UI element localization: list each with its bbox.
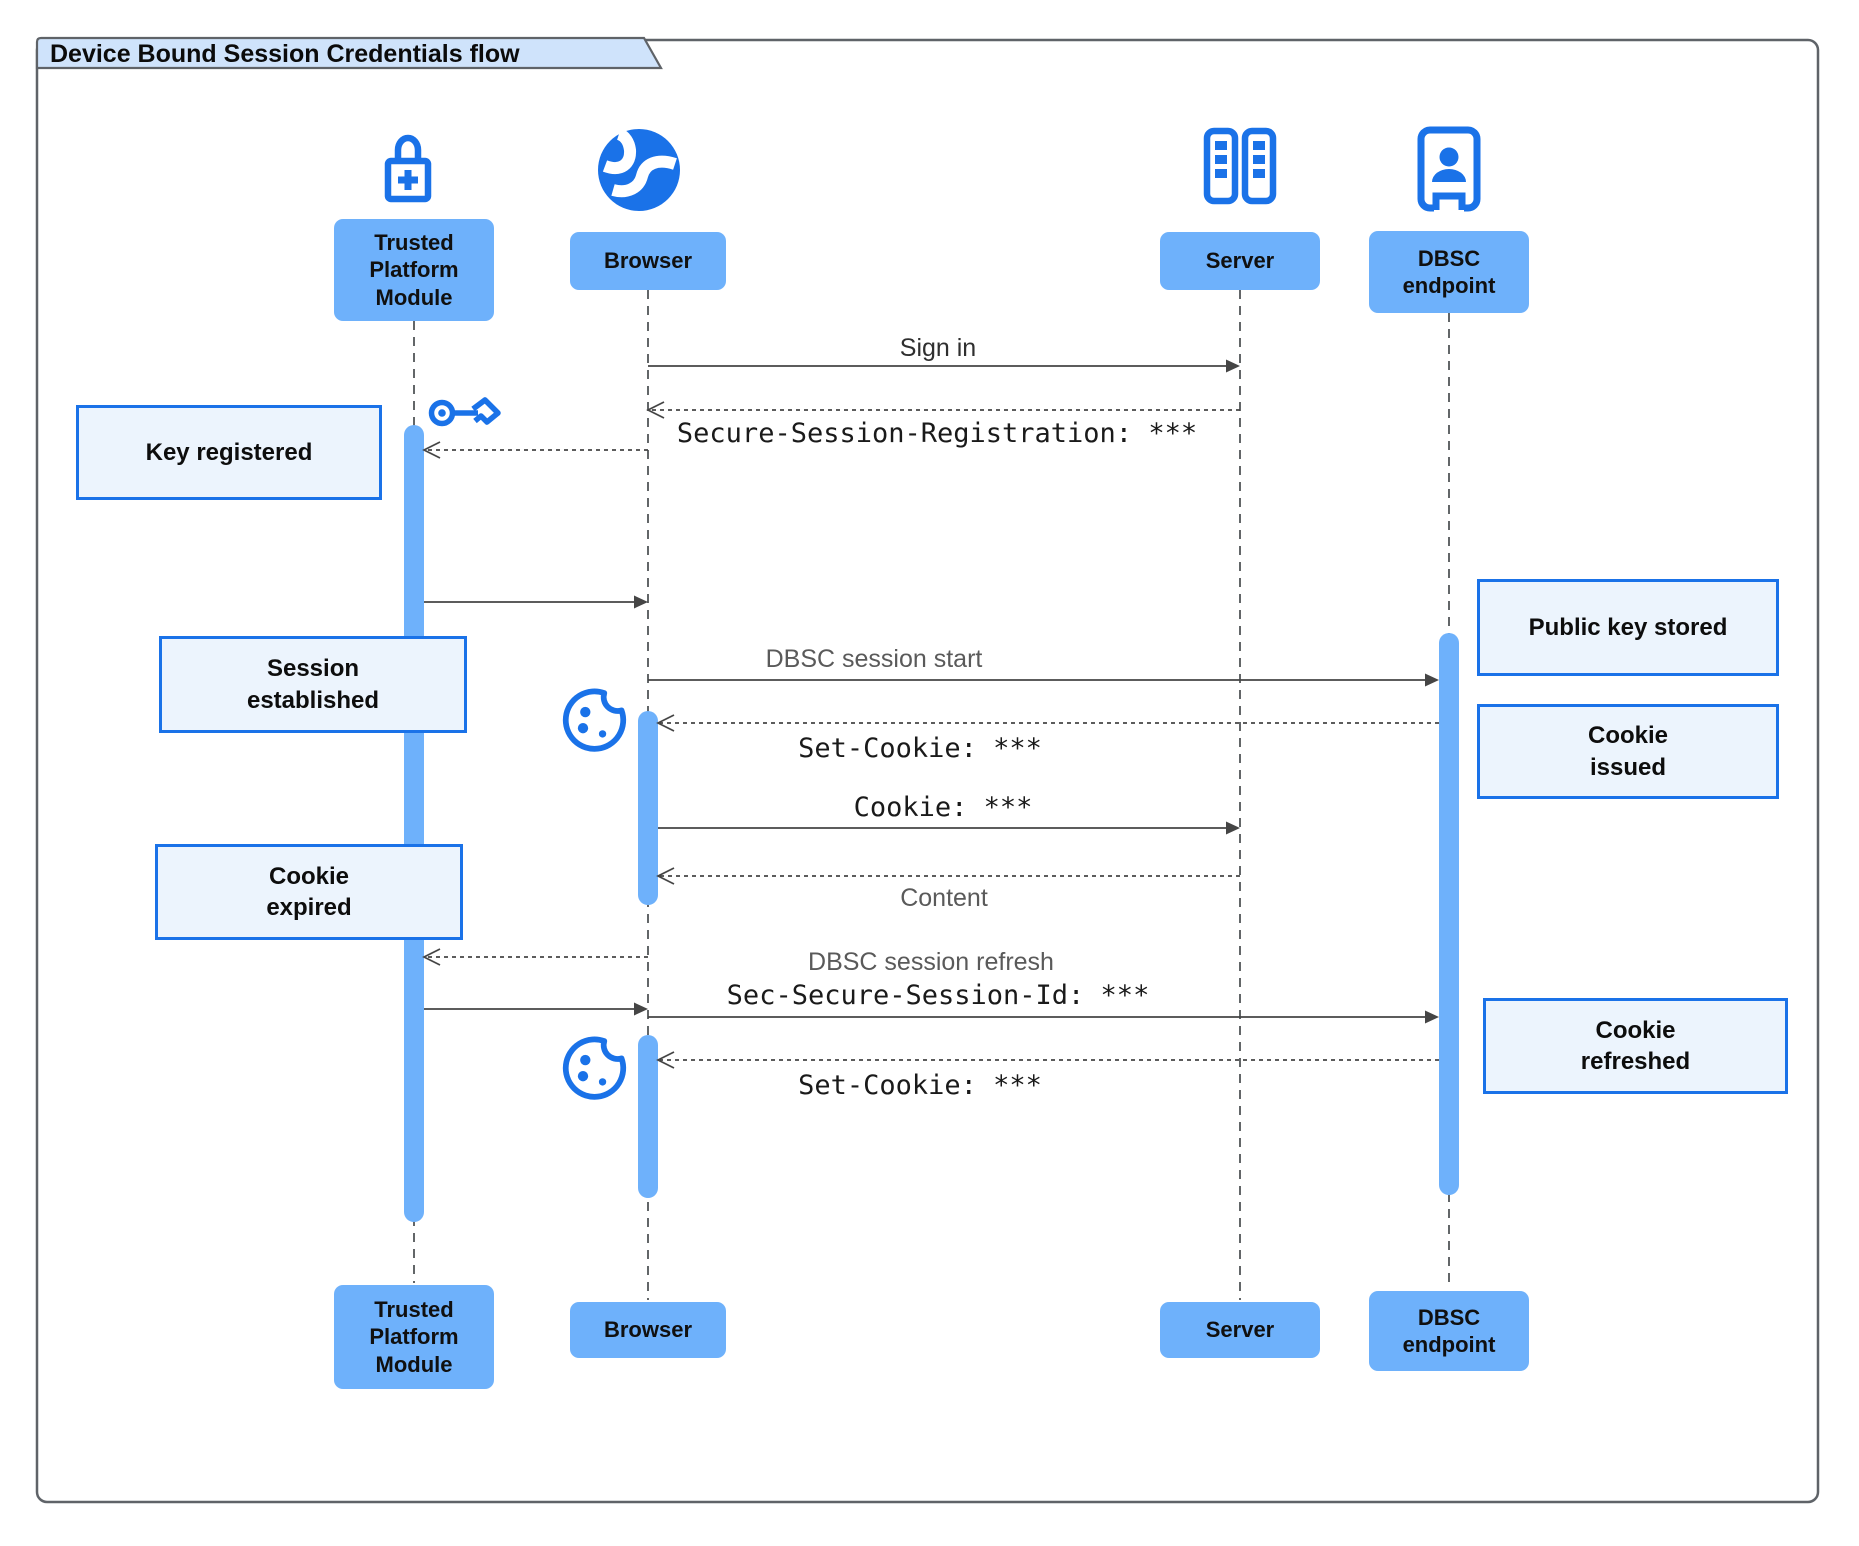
message-label-sign-in: Sign in [899,334,977,362]
dbsc-activation-bar [1439,633,1459,1195]
message-arrow-set-cookie-2 [656,1051,1439,1069]
message-label-sec-secure-session-id: Sec-Secure-Session-Id: *** [726,980,1150,1011]
browser-activation-bar-2 [638,1035,658,1198]
browser-activation-bar-1 [638,711,658,905]
message-arrow-cookie [658,821,1240,835]
participant-bottom-browser: Browser [570,1302,726,1358]
note-cookie-issued: Cookie issued [1477,704,1779,799]
diagram-title: Device Bound Session Credentials flow [50,40,520,68]
globe-icon [598,128,680,211]
message-arrow-secure-session-registration [646,401,1240,419]
title-tab-shape [35,36,663,70]
message-arrow-tpm-to-browser-1 [424,595,648,609]
message-arrow-sign-in [648,359,1240,373]
note-cookie-refreshed: Cookie refreshed [1483,998,1788,1094]
message-label-dbsc-session-refresh: DBSC session refresh [808,948,1054,976]
server-rack-icon [1203,127,1277,205]
message-label-set-cookie-1: Set-Cookie: *** [798,733,1042,764]
cookie-icon [562,1036,627,1100]
lock-plus-icon [384,134,432,203]
message-arrow-dbsc-session-refresh [648,1010,1439,1024]
message-arrow-browser-to-tpm-2 [422,948,648,966]
note-session-established: Session established [159,636,467,733]
frame-border [35,38,1820,1504]
message-label-dbsc-session-start: DBSC session start [765,645,983,673]
message-label-cookie: Cookie: *** [853,792,1033,823]
note-cookie-expired: Cookie expired [155,844,463,940]
message-arrow-dbsc-session-start [648,673,1439,687]
key-icon [428,397,501,427]
message-label-secure-session-registration: Secure-Session-Registration: *** [676,418,1198,449]
cookie-icon [562,688,627,752]
participant-top-tpm: Trusted Platform Module [334,219,494,321]
participant-top-browser: Browser [570,232,726,290]
message-label-content: Content [900,884,988,912]
doorway-person-icon [1417,126,1481,212]
participant-top-dbsc: DBSC endpoint [1369,231,1529,313]
message-arrow-tpm-to-browser-2 [424,1002,648,1016]
participant-bottom-dbsc: DBSC endpoint [1369,1291,1529,1371]
participant-top-server: Server [1160,232,1320,290]
message-arrow-content [656,867,1240,885]
participant-bottom-tpm: Trusted Platform Module [334,1285,494,1389]
participant-bottom-server: Server [1160,1302,1320,1358]
message-arrow-set-cookie-1 [656,714,1439,732]
note-key-registered: Key registered [76,405,382,500]
note-public-key-stored: Public key stored [1477,579,1779,676]
tpm-activation-bar [404,425,424,1222]
message-arrow-browser-to-tpm-1 [422,441,648,459]
message-label-set-cookie-2: Set-Cookie: *** [798,1070,1042,1101]
